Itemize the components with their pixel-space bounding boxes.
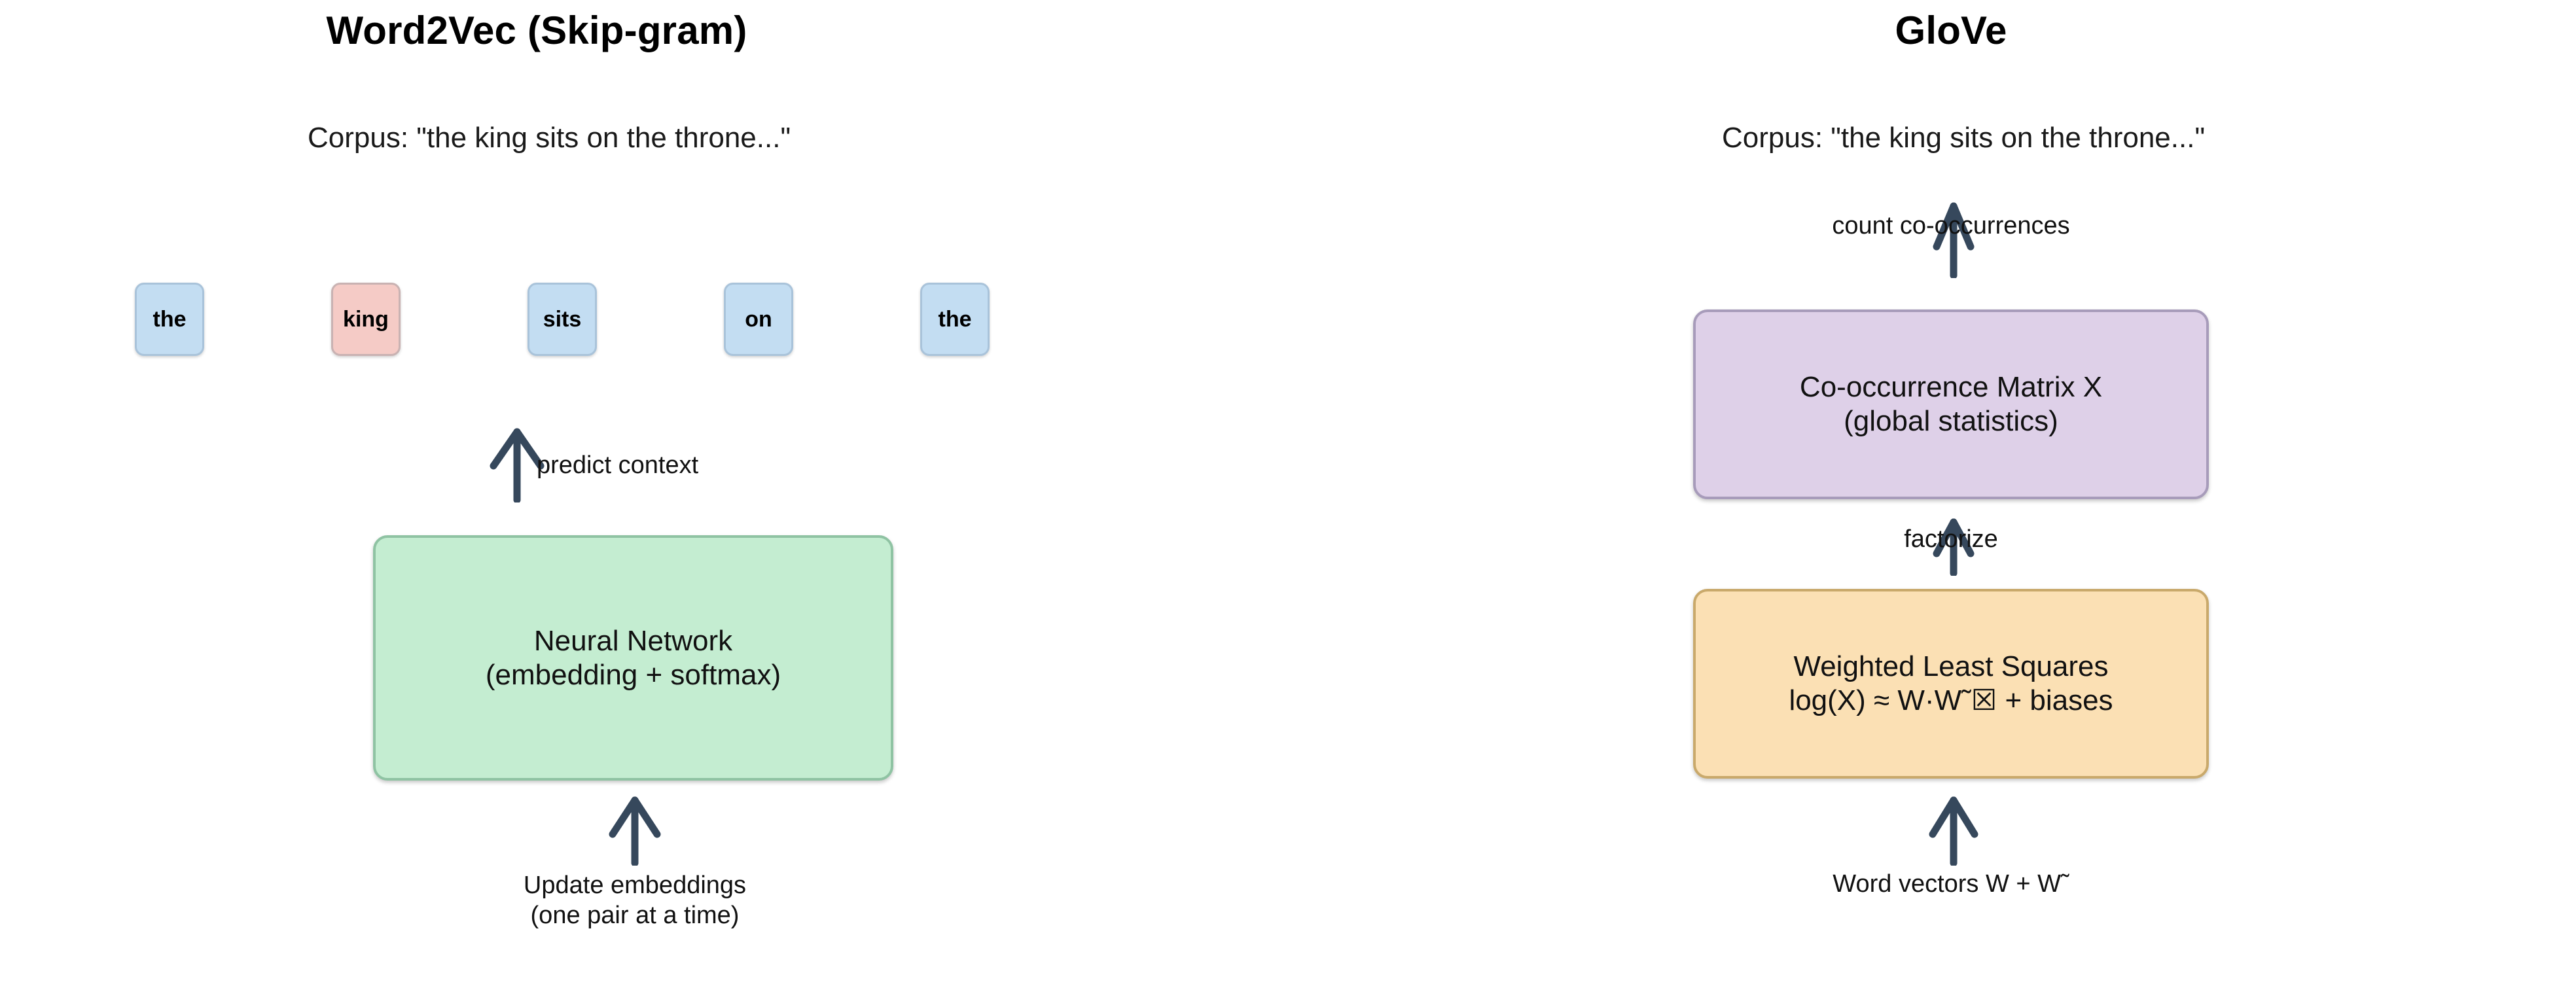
arrow-up-icon-word-vectors [1929, 796, 1978, 866]
token-chip-sits[interactable]: sits [528, 283, 597, 356]
token-chip-the-2[interactable]: the [920, 283, 990, 356]
token-chip-label: sits [543, 306, 582, 332]
token-chip-label: king [343, 306, 389, 332]
objective-box-line1: Weighted Least Squares [1793, 650, 2109, 683]
matrix-box-line1: Co-occurrence Matrix X [1799, 371, 2103, 404]
process-box-line1: Neural Network [533, 624, 733, 657]
process-box-neural-network[interactable]: Neural Network (embedding + softmax) [373, 535, 893, 781]
edge-label-word-vectors: Word vectors W + W˜ [1833, 870, 2069, 898]
token-chip-on[interactable]: on [724, 283, 793, 356]
token-chip-the-1[interactable]: the [135, 283, 204, 356]
edge-label-factorize: factorize [1904, 525, 1998, 553]
corpus-line-glove: Corpus: "the king sits on the throne..." [1722, 122, 2206, 154]
edge-label-predict-context: predict context [537, 451, 699, 479]
corpus-line-word2vec: Corpus: "the king sits on the throne..." [308, 122, 791, 154]
objective-box-line2: log(X) ≈ W·W˜☒ + biases [1789, 684, 2113, 716]
edge-label-update-embeddings-line2: (one pair at a time) [530, 902, 740, 930]
arrow-up-icon-count-cooccurrences [1933, 202, 1975, 278]
token-chip-label: on [745, 306, 772, 332]
arrow-up-icon-update-embeddings [609, 796, 661, 866]
token-chip-label: the [938, 306, 972, 332]
token-chip-label: the [152, 306, 187, 332]
edge-label-update-embeddings: Update embeddings (one pair at a time) [438, 870, 831, 931]
panel-title-glove: GloVe [1895, 9, 2007, 52]
process-box-line2: (embedding + softmax) [485, 658, 781, 691]
panel-title-word2vec: Word2Vec (Skip-gram) [326, 9, 747, 52]
matrix-box-line2: (global statistics) [1844, 405, 2058, 437]
token-chip-king[interactable]: king [331, 283, 401, 356]
process-box-cooccurrence-matrix[interactable]: Co-occurrence Matrix X (global statistic… [1693, 309, 2209, 499]
edge-label-count-cooccurrences: count co-occurrences [1832, 212, 2070, 239]
process-box-weighted-least-squares[interactable]: Weighted Least Squares log(X) ≈ W·W˜☒ + … [1693, 589, 2209, 779]
arrow-up-icon-predict-context [490, 428, 545, 502]
arrow-up-icon-factorize [1933, 518, 1975, 576]
edge-label-update-embeddings-line1: Update embeddings [523, 872, 747, 899]
